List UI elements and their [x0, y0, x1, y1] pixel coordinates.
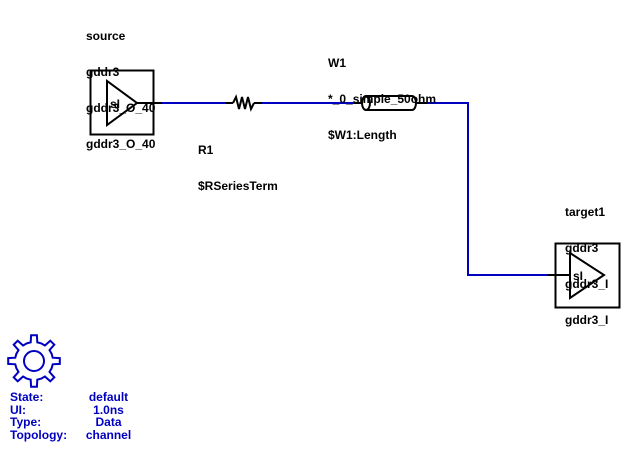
- source-label-pin2: gddr3_O_40: [86, 137, 156, 151]
- info-value: 1.0ns: [93, 402, 124, 417]
- transmission-line-cylinder-icon: [361, 95, 417, 111]
- info-key: Type:: [10, 415, 42, 429]
- target-label-pin1: gddr3_I: [565, 277, 609, 291]
- info-value: default: [88, 390, 129, 404]
- resistor-label-value: $RSeriesTerm: [198, 179, 278, 193]
- info-key: State:: [10, 390, 44, 404]
- source-label-model: gddr3: [86, 65, 120, 79]
- wire-w1-to-target[interactable]: [427, 102, 548, 276]
- target-buffer-text: sI: [573, 269, 583, 283]
- resistor-label-name: R1: [198, 143, 214, 157]
- source-label-pin1: gddr3_O_40: [86, 101, 156, 115]
- wire-net[interactable]: [162, 102, 548, 276]
- info-key: Topology:: [10, 427, 68, 442]
- gear-icon[interactable]: [7, 334, 61, 388]
- transmission-line-w1[interactable]: [354, 95, 427, 111]
- resistor-labels: R1 $RSeriesTerm: [198, 120, 278, 204]
- transmission-line-label-length: $W1:Length: [328, 128, 397, 142]
- info-key: UI:: [10, 402, 26, 417]
- target-label-pin2: gddr3_I: [565, 313, 609, 327]
- transmission-line-labels: W1 *_0_simple_50ohm $W1:Length: [328, 33, 436, 153]
- target-buffer-triangle: [569, 251, 606, 300]
- info-value: channel: [85, 427, 132, 442]
- source-labels: source gddr3 gddr3_O_40 gddr3_O_40: [86, 6, 155, 162]
- target-label-name: target1: [565, 205, 606, 219]
- source-label-name: source: [86, 29, 126, 43]
- source-buffer[interactable]: sI: [89, 69, 163, 136]
- source-buffer-text: sI: [110, 97, 120, 111]
- target-label-model: gddr3: [565, 241, 599, 255]
- target-buffer-box[interactable]: [554, 242, 621, 309]
- target-labels: target1 gddr3 gddr3_I gddr3_I: [565, 182, 608, 338]
- target-buffer[interactable]: sI: [548, 242, 621, 309]
- source-buffer-triangle: [106, 79, 139, 127]
- resistor-zigzag-icon: [232, 94, 255, 112]
- resistor-r1[interactable]: [226, 94, 262, 112]
- info-value: Data: [95, 415, 122, 429]
- transmission-line-label-model: *_0_simple_50ohm: [328, 92, 437, 106]
- transmission-line-label-name: W1: [328, 56, 346, 70]
